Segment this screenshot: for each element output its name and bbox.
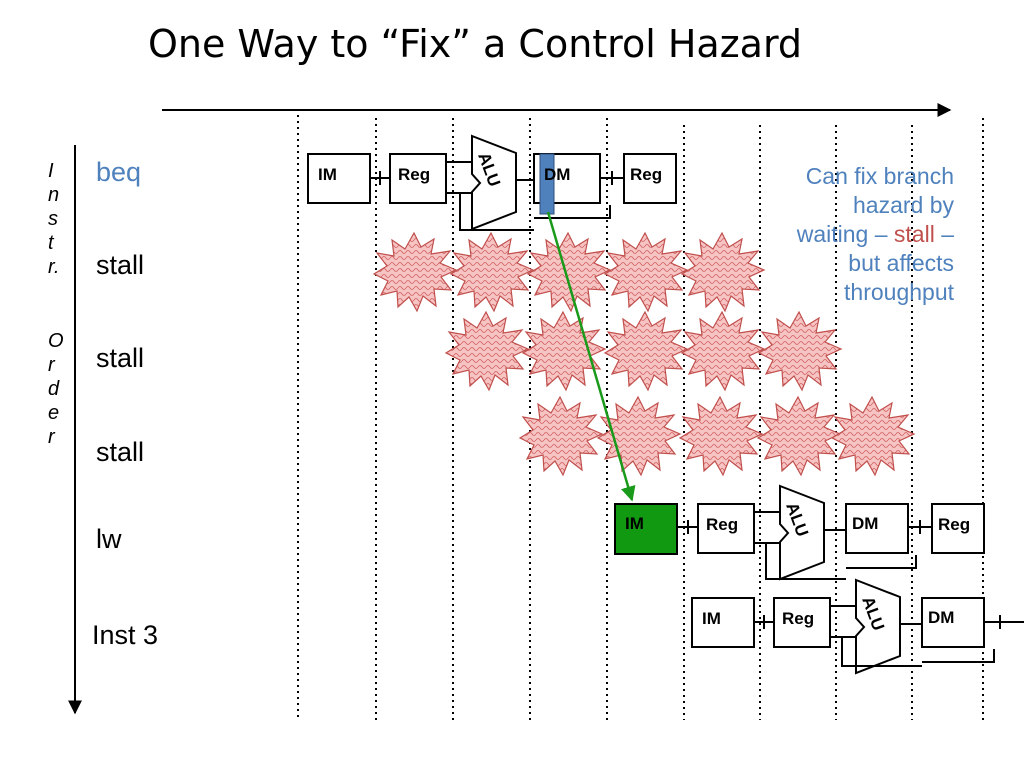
axis-letter: n — [48, 184, 60, 206]
reg-read-stage — [773, 597, 831, 648]
stall-bubbles-row-1 — [373, 232, 765, 312]
axis-letter: e — [48, 402, 60, 424]
annotation-note: Can fix branch hazard by waiting – stall… — [784, 162, 954, 307]
dm-stage-label: DM — [544, 165, 570, 184]
note-text-part-1: Can fix branch hazard by waiting – — [796, 163, 954, 247]
pipeline-row-lw: IM Reg ALU DM Reg — [614, 484, 985, 581]
alu-stage — [855, 578, 901, 675]
row-label-stall-3: stall — [96, 437, 145, 467]
row-label-lw: lw — [96, 524, 122, 554]
im-stage-label: IM — [702, 609, 721, 628]
pipeline-row-beq: IM Reg ALU DM Reg — [307, 134, 677, 231]
slide-title: One Way to “Fix” a Control Hazard — [147, 22, 803, 66]
axis-letter: I — [48, 160, 54, 182]
axis-letter: t — [48, 232, 54, 254]
alu-stage — [471, 134, 517, 231]
im-stage-label: IM — [318, 165, 337, 184]
reg-read-stage-label: Reg — [398, 165, 430, 184]
note-text-part-2: – but affects throughput — [844, 221, 954, 305]
reg-write-stage-label: Reg — [938, 515, 970, 534]
reg-read-stage-label: Reg — [706, 515, 738, 534]
reg-write-stage-label: Reg — [630, 165, 662, 184]
pipeline-row-inst3: IM Reg ALU DM — [691, 578, 1024, 675]
reg-write-stage — [623, 153, 677, 204]
axis-letter: O — [48, 330, 64, 352]
dm-stage-highlight — [539, 153, 555, 215]
reg-read-stage — [697, 503, 755, 554]
row-label-stall-2: stall — [96, 343, 145, 373]
im-stage — [614, 503, 678, 555]
reg-read-stage-label: Reg — [782, 609, 814, 628]
im-stage — [691, 597, 755, 648]
note-stall-word: stall — [893, 221, 935, 247]
im-stage — [307, 153, 371, 204]
alu-stage — [779, 484, 825, 581]
dm-stage — [845, 503, 909, 554]
stall-bubbles-row-2 — [445, 311, 842, 391]
dm-stage-label: DM — [852, 514, 878, 533]
row-label-inst3: Inst 3 — [92, 620, 159, 650]
axis-letter: s — [48, 208, 58, 230]
dm-stage-label: DM — [928, 608, 954, 627]
im-stage-label: IM — [625, 514, 644, 533]
row-label-beq: beq — [96, 157, 142, 187]
reg-read-stage — [389, 153, 447, 204]
axis-letter: r — [48, 426, 55, 448]
stall-bubbles-row-3 — [519, 396, 915, 476]
axis-letter: r. — [48, 256, 60, 278]
branch-resolve-arrow — [546, 211, 636, 502]
reg-write-stage — [931, 503, 985, 554]
axis-letter: d — [48, 378, 60, 400]
axis-letter: r — [48, 354, 55, 376]
row-label-stall-1: stall — [96, 250, 145, 280]
